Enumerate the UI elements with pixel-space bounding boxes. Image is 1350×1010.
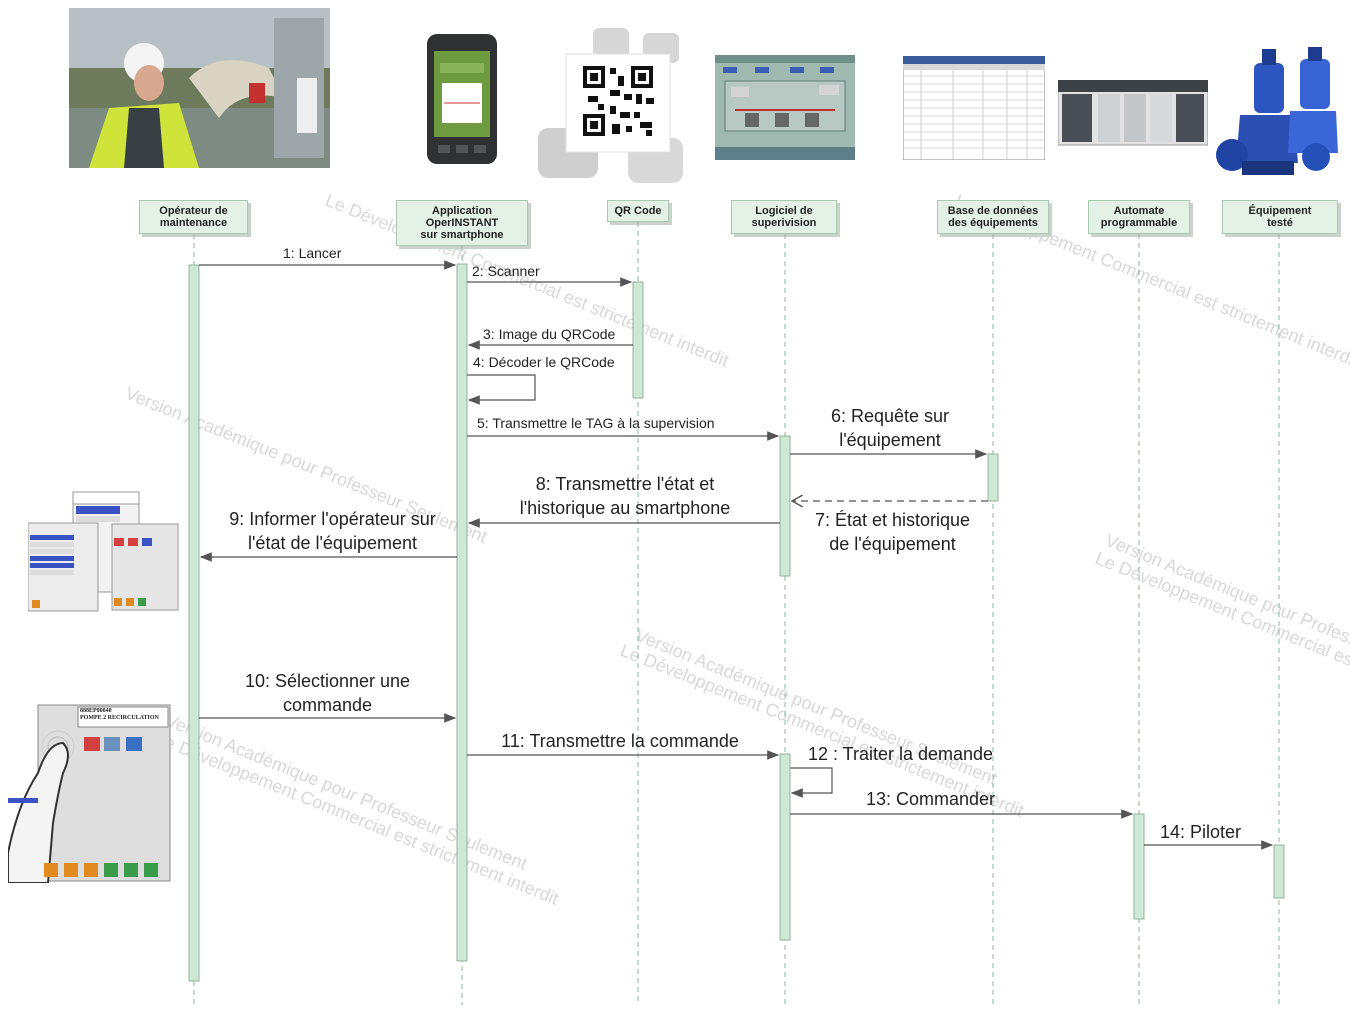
message-1: 1: Lancer xyxy=(283,245,342,261)
message-8: 8: Transmettre l'état et l'historique au… xyxy=(495,472,755,520)
message-7: 7: État et historique de l'équipement xyxy=(795,508,990,556)
message-6-line1: 6: Requête sur xyxy=(830,406,950,426)
arrow-m4 xyxy=(467,374,536,405)
lifeline-label: superivision xyxy=(751,217,817,229)
activation-scada-1 xyxy=(779,435,791,577)
lifeline-label: Opérateur de xyxy=(159,205,228,217)
lifeline-label: Équipement xyxy=(1248,205,1312,217)
touch-command-image: 888EP00040 POMPE 2 RECIRCULATION xyxy=(8,703,172,883)
message-4: 4: Décoder le QRCode xyxy=(473,354,615,370)
message-2: 2: Scanner xyxy=(472,263,540,279)
message-8-line1: 8: Transmettre l'état et xyxy=(535,474,715,494)
message-10-line2: commande xyxy=(282,695,373,715)
message-10: 10: Sélectionner une commande xyxy=(215,669,440,717)
screen-tag: 888EP00040 xyxy=(80,708,112,714)
lifeline-label: des équipements xyxy=(948,217,1038,229)
message-14: 14: Piloter xyxy=(1159,822,1242,842)
message-13: 13: Commander xyxy=(865,789,996,809)
activation-app xyxy=(456,263,468,962)
lifeline-label: Application xyxy=(432,205,492,217)
smartphone-screens-image xyxy=(28,490,180,612)
smartphone-icon xyxy=(426,33,498,165)
message-12: 12 : Traiter la demande xyxy=(807,744,994,764)
activation-plc xyxy=(1133,813,1145,920)
activation-db xyxy=(987,453,999,502)
pump-image xyxy=(1212,45,1340,183)
lifeline-label: QR Code xyxy=(614,205,662,217)
lifeline-qr: QR Code xyxy=(607,200,669,222)
lifeline-label: testé xyxy=(1267,217,1293,229)
arrow-m12 xyxy=(790,767,833,798)
worker-photo xyxy=(69,8,330,168)
activation-operator xyxy=(188,264,200,982)
message-9: 9: Informer l'opérateur sur l'état de l'… xyxy=(205,507,460,555)
screen-equipment-name: POMPE 2 RECIRCULATION xyxy=(80,715,159,721)
lifeline-dashes xyxy=(193,222,1280,1005)
qr-code-image xyxy=(528,28,693,188)
message-10-line1: 10: Sélectionner une xyxy=(244,671,411,691)
database-table-image xyxy=(903,56,1045,160)
scada-screen-image xyxy=(715,55,855,160)
touch-screen-header: 888EP00040 POMPE 2 RECIRCULATION xyxy=(80,708,159,722)
lifeline-label: programmable xyxy=(1100,217,1178,229)
message-9-line1: 9: Informer l'opérateur sur xyxy=(229,509,436,529)
plc-image xyxy=(1058,80,1208,150)
message-6-line2: l'équipement xyxy=(839,430,941,450)
lifeline-label: sur smartphone xyxy=(420,229,504,241)
message-7-line2: de l'équipement xyxy=(829,534,956,554)
message-7-line1: 7: État et historique xyxy=(814,510,971,530)
lifeline-label: Logiciel de xyxy=(755,205,813,217)
message-5: 5: Transmettre le TAG à la supervision xyxy=(477,415,715,431)
lifeline-label: Automate xyxy=(1113,205,1165,217)
activation-qr xyxy=(632,281,644,399)
message-11: 11: Transmettre la commande xyxy=(501,731,739,751)
message-9-line2: l'état de l'équipement xyxy=(248,533,417,553)
message-8-line2: l'historique au smartphone xyxy=(519,498,731,518)
activation-scada-2 xyxy=(779,753,791,941)
message-6: 6: Requête sur l'équipement xyxy=(795,404,985,452)
lifeline-label: OperINSTANT xyxy=(425,217,499,229)
message-3: 3: Image du QRCode xyxy=(483,326,616,342)
lifeline-label: Base de données xyxy=(947,205,1039,217)
activation-equip xyxy=(1273,844,1285,899)
lifeline-label: maintenance xyxy=(159,217,228,229)
